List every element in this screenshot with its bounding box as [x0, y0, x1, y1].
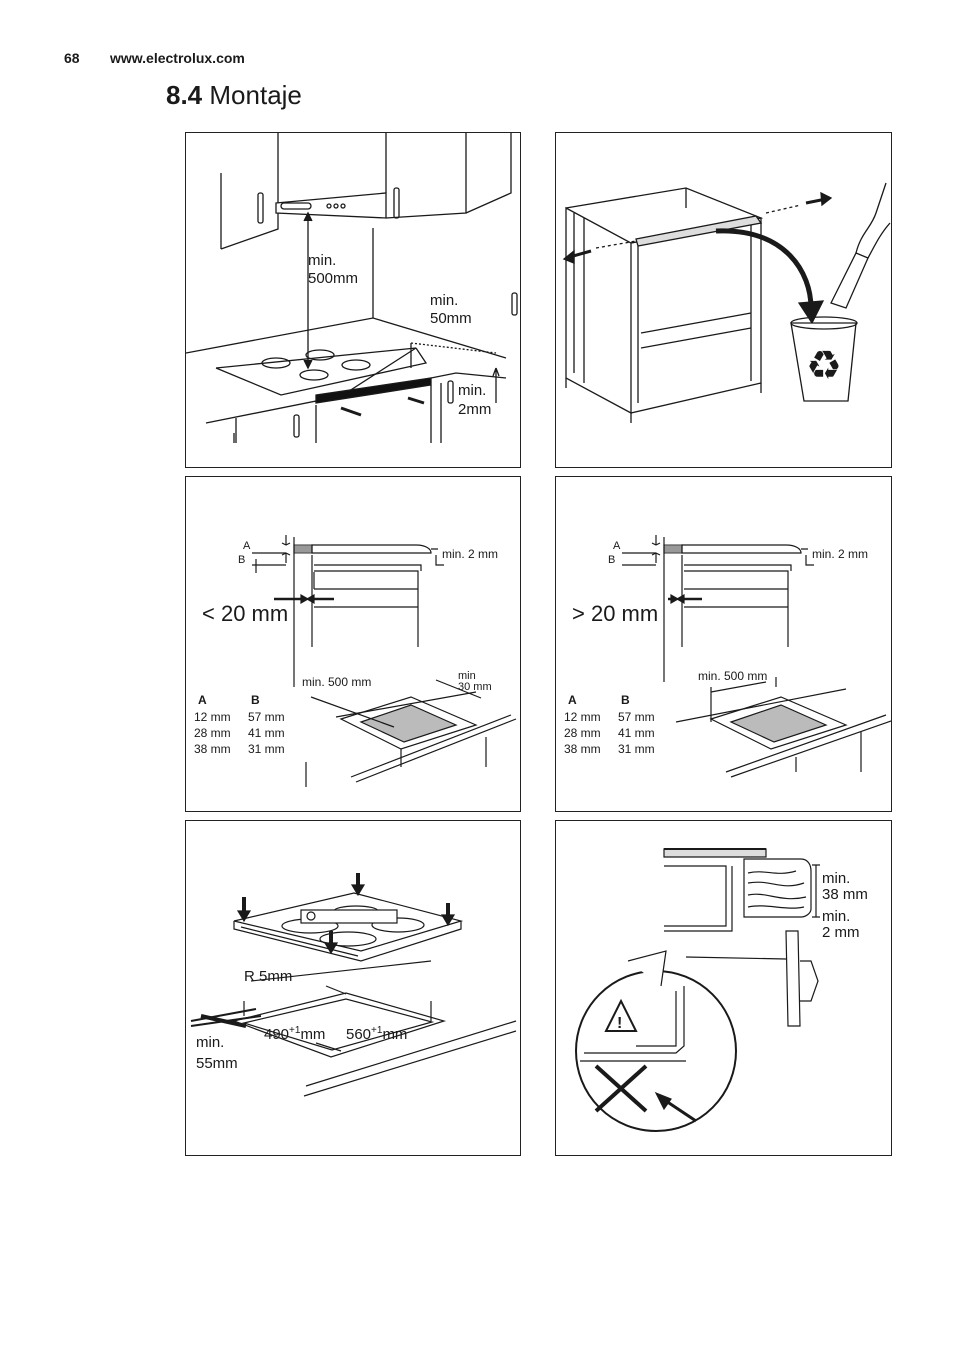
worktop-illustration: ! min. 38 mm min. 2 mm — [575, 848, 868, 1132]
under-20mm-label: < 20 mm — [202, 601, 288, 626]
panel-worktop-warning: ! min. 38 mm min. 2 mm — [555, 820, 892, 1156]
label-b: B — [608, 554, 615, 566]
table-cell: 12 mm — [194, 710, 231, 724]
min-55mm-label-1: min. — [196, 1034, 224, 1051]
depth-unit: mm — [382, 1026, 407, 1043]
page-number: 68 — [64, 50, 80, 66]
table-cell: 28 mm — [194, 726, 231, 740]
side-dim-label-1: min. — [430, 292, 458, 309]
cutout-illustration: R 5mm 490+1mm 560+1mm min. 55mm — [190, 873, 517, 1097]
width-label: 490+1mm — [264, 1025, 325, 1043]
table-cell: 38 mm — [194, 742, 231, 756]
radius-label: R 5mm — [244, 968, 292, 985]
panel-clearances: min. 500mm min. 50mm min. 2mm — [185, 132, 521, 468]
width-tolerance: +1 — [289, 1025, 301, 1036]
min-500mm-label: min. 500 mm — [302, 675, 371, 689]
gap-label-2: 2 mm — [822, 924, 860, 941]
gap-dim-label-2: 2mm — [458, 401, 491, 418]
table-cell: 31 mm — [248, 742, 285, 756]
min-500mm-label: min. 500 mm — [698, 669, 767, 683]
min-2mm-label: min. 2 mm — [442, 547, 498, 561]
depth-value: 560 — [346, 1026, 371, 1043]
table-header-a: A — [568, 693, 577, 707]
table-header-b: B — [621, 693, 630, 707]
min-2mm-label: min. 2 mm — [812, 547, 868, 561]
min-30mm-label-1: min — [458, 670, 476, 682]
panel-cabinet-recycle: ♻ — [555, 132, 892, 468]
panel-under-20mm: A B min. 2 mm < 20 mm min. 500 mm min 30… — [185, 476, 521, 812]
label-b: B — [238, 554, 245, 566]
label-a: A — [243, 540, 251, 552]
table-cell: 41 mm — [248, 726, 285, 740]
dimensions-table: A B 12 mm 57 mm 28 mm 41 mm 38 mm 31 mm — [194, 693, 285, 756]
width-unit: mm — [300, 1026, 325, 1043]
warning-icon: ! — [617, 1015, 622, 1032]
over-20mm-illustration: A B min. 2 mm > 20 mm min. 500 mm A B 12… — [564, 535, 891, 778]
hood-dim-label-2: 500mm — [308, 270, 358, 287]
table-cell: 57 mm — [248, 710, 285, 724]
panel-over-20mm: A B min. 2 mm > 20 mm min. 500 mm A B 12… — [555, 476, 892, 812]
min-55mm-label-2: 55mm — [196, 1055, 238, 1072]
section-number: 8.4 — [166, 80, 203, 110]
website-url: www.electrolux.com — [110, 50, 245, 66]
section-name: Montaje — [209, 80, 302, 110]
side-dim-label-2: 50mm — [430, 310, 472, 327]
hood-dim-label-1: min. — [308, 252, 336, 269]
panel-cutout: R 5mm 490+1mm 560+1mm min. 55mm — [185, 820, 521, 1156]
thickness-label-2: 38 mm — [822, 886, 868, 903]
table-cell: 12 mm — [564, 710, 601, 724]
label-a: A — [613, 540, 621, 552]
table-cell: 57 mm — [618, 710, 655, 724]
table-header-b: B — [251, 693, 260, 707]
width-value: 490 — [264, 1026, 289, 1043]
table-cell: 41 mm — [618, 726, 655, 740]
table-cell: 38 mm — [564, 742, 601, 756]
min-30mm-label-2: 30 mm — [458, 681, 492, 693]
section-title: 8.4 Montaje — [166, 80, 302, 111]
gap-dim-label-1: min. — [458, 382, 486, 399]
table-header-a: A — [198, 693, 207, 707]
thickness-label-1: min. — [822, 870, 850, 887]
over-20mm-label: > 20 mm — [572, 601, 658, 626]
table-cell: 28 mm — [564, 726, 601, 740]
cabinet-illustration: ♻ — [562, 182, 891, 423]
depth-label: 560+1mm — [346, 1025, 407, 1043]
gap-label-1: min. — [822, 908, 850, 925]
depth-tolerance: +1 — [371, 1025, 383, 1036]
table-cell: 31 mm — [618, 742, 655, 756]
dimensions-table: A B 12 mm 57 mm 28 mm 41 mm 38 mm 31 mm — [564, 693, 655, 756]
under-20mm-illustration: A B min. 2 mm < 20 mm min. 500 mm min 30… — [194, 535, 517, 787]
clearance-illustration: min. 500mm min. 50mm min. 2mm — [186, 133, 518, 443]
recycle-icon: ♻ — [806, 344, 842, 388]
